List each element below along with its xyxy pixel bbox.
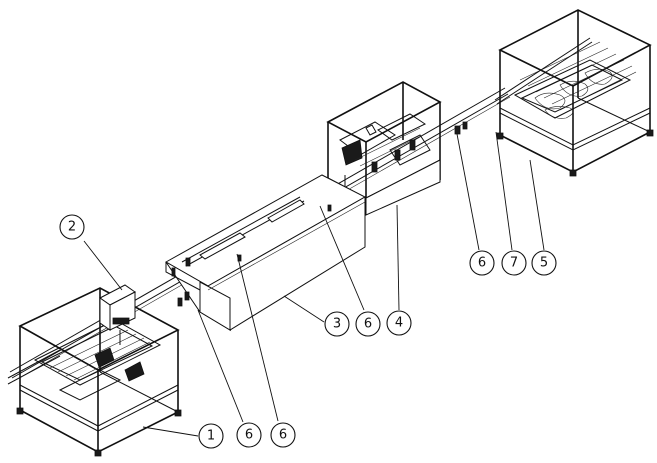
callout-circle — [501, 250, 527, 276]
callout-1: 1 — [198, 423, 224, 449]
callout-circle — [531, 250, 557, 276]
callout-circle — [236, 422, 262, 448]
middle-station-frame — [326, 81, 442, 216]
callout-6-left-b: 6 — [270, 422, 296, 448]
callout-5: 5 — [531, 250, 557, 276]
callout-circle — [198, 423, 224, 449]
callout-label: 6 — [364, 317, 372, 332]
rail-sensors — [177, 121, 468, 307]
right-station-frame — [494, 9, 654, 177]
callout-circle — [270, 422, 296, 448]
callout-label: 5 — [540, 256, 548, 271]
callout-6-left-a: 6 — [236, 422, 262, 448]
left-station-frame — [7, 284, 182, 457]
leader-lines — [83, 131, 545, 437]
callout-circle — [324, 311, 350, 337]
callout-label: 1 — [207, 429, 215, 444]
callout-circle — [469, 250, 495, 276]
callout-6-right: 6 — [469, 250, 495, 276]
callout-label: 6 — [478, 256, 486, 271]
callout-3: 3 — [324, 311, 350, 337]
callout-circle — [355, 311, 381, 337]
callout-label: 3 — [333, 317, 341, 332]
callout-label: 6 — [279, 428, 287, 443]
callout-6-tunnel: 6 — [355, 311, 381, 337]
callout-circle — [386, 310, 412, 336]
callout-circle — [59, 214, 85, 240]
tunnel-enclosure — [164, 174, 367, 332]
callout-4: 4 — [386, 310, 412, 336]
callout-label: 4 — [395, 316, 403, 331]
callout-label: 7 — [510, 256, 518, 271]
callout-label: 6 — [245, 428, 253, 443]
callout-label: 2 — [68, 220, 76, 235]
callout-7: 7 — [501, 250, 527, 276]
callout-2: 2 — [59, 214, 85, 240]
